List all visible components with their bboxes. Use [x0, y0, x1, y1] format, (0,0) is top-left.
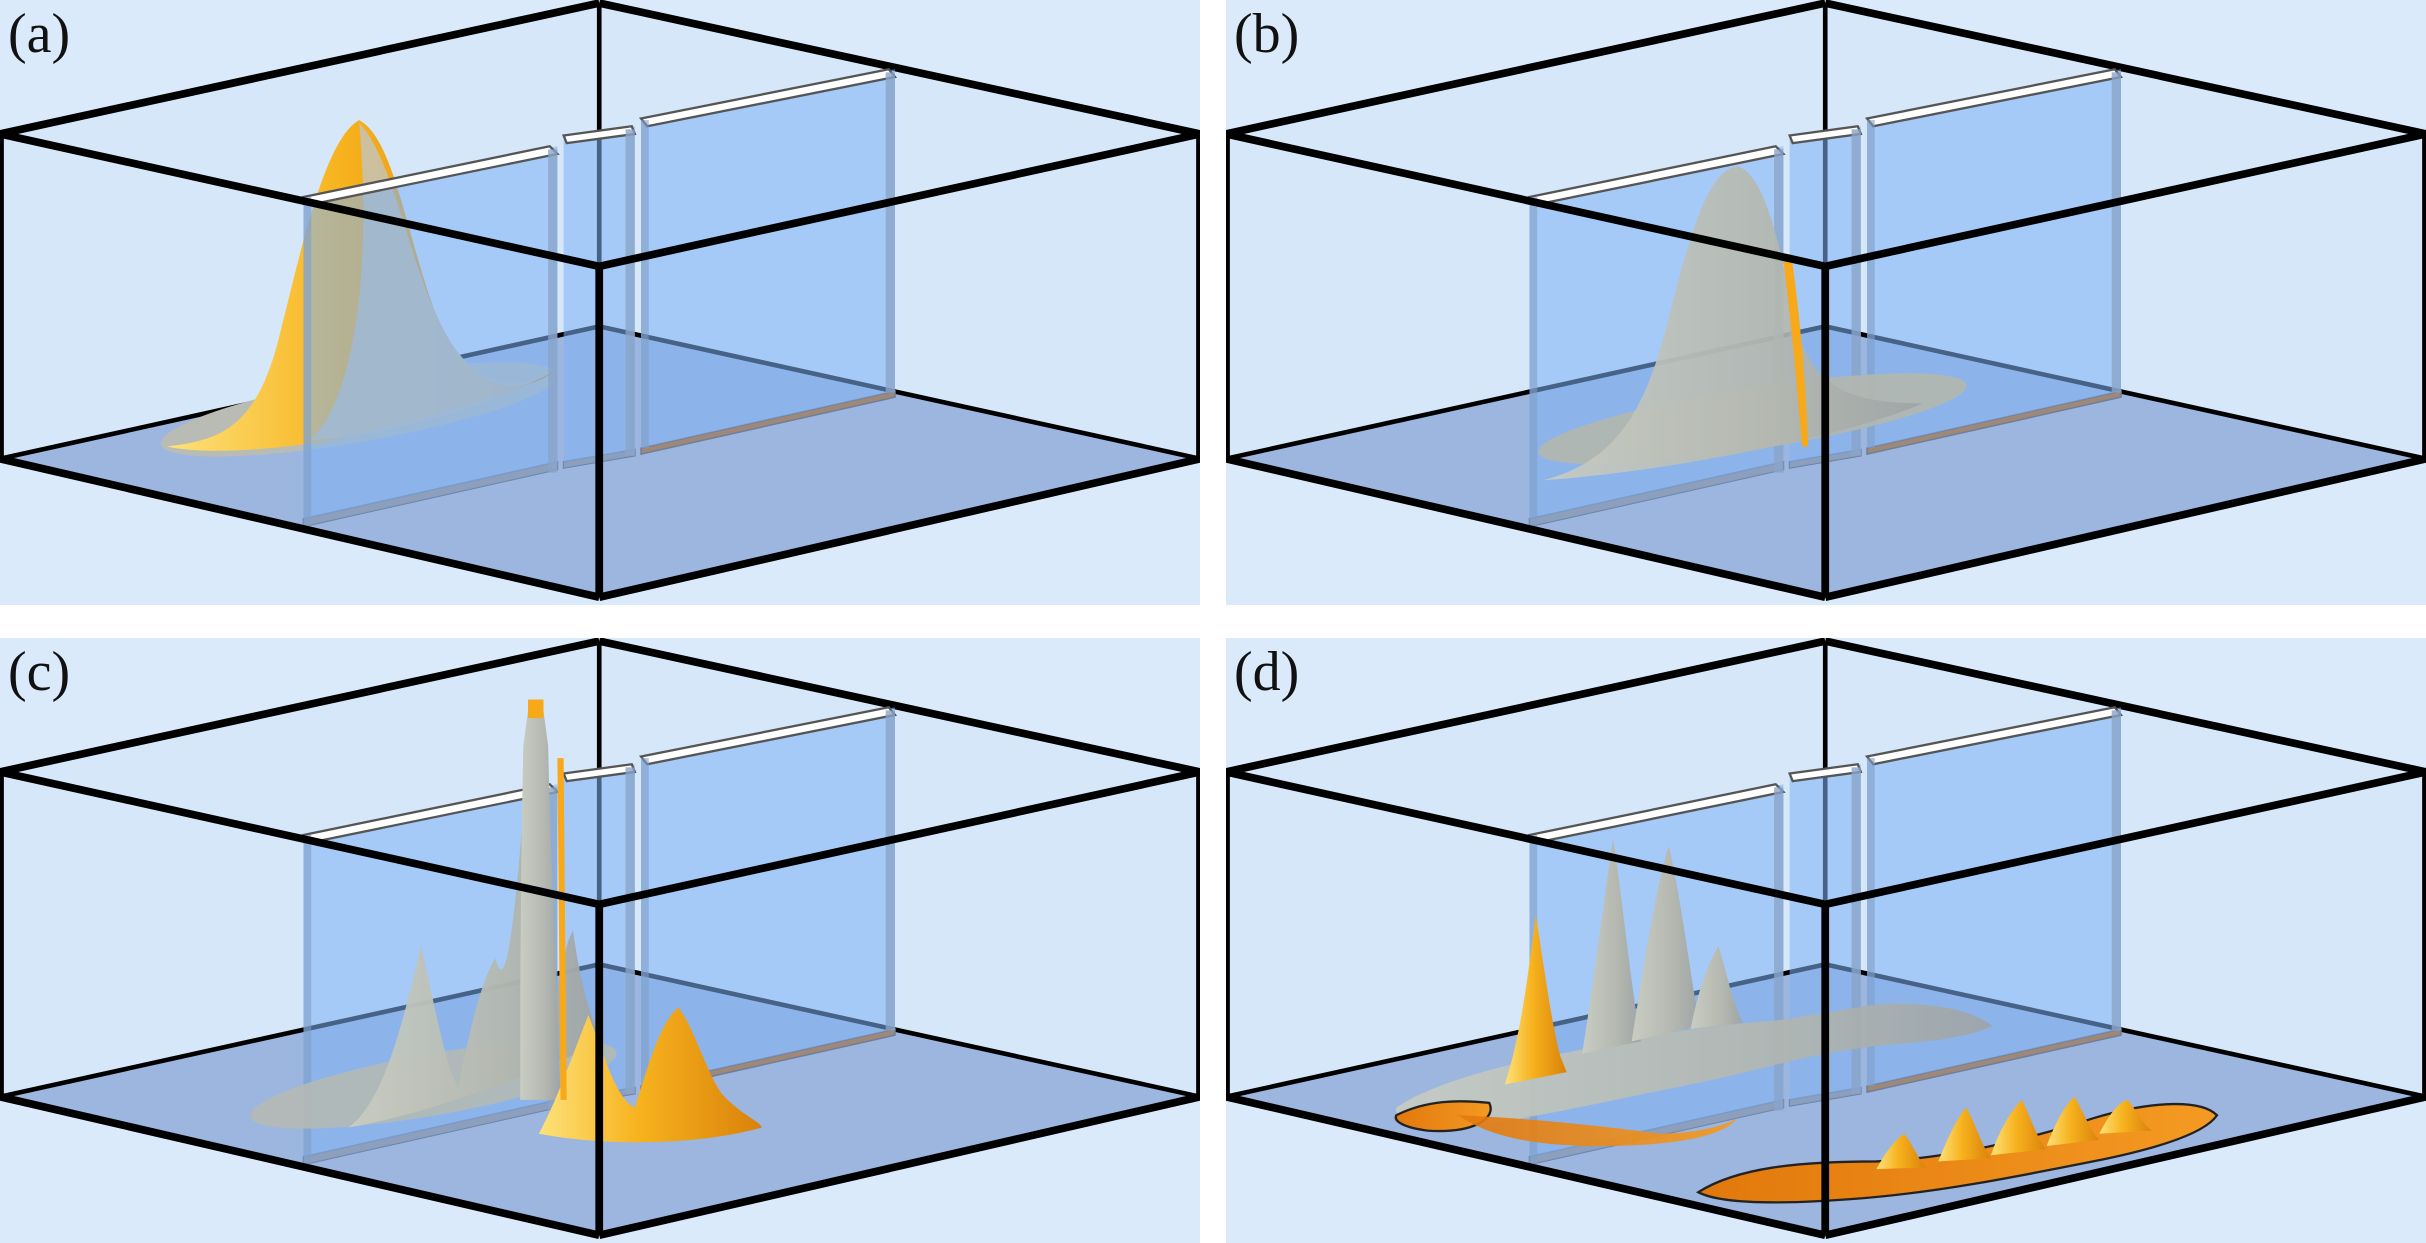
panel-a: (a) — [0, 0, 1200, 605]
panel-d-illustration — [1226, 638, 2426, 1243]
panel-b-illustration — [1226, 0, 2426, 605]
panel-a-illustration — [0, 0, 1200, 605]
panel-label: (c) — [8, 641, 71, 703]
panel-label: (b) — [1234, 3, 1300, 65]
panel-label: (d) — [1234, 641, 1300, 703]
panel-c-illustration — [0, 638, 1200, 1243]
wave-packet — [250, 699, 762, 1143]
panel-label: (a) — [8, 3, 71, 65]
panel-d: (d) — [1226, 638, 2426, 1243]
panel-b: (b) — [1226, 0, 2426, 605]
wave-packet — [1394, 838, 2219, 1204]
panel-c: (c) — [0, 638, 1200, 1243]
